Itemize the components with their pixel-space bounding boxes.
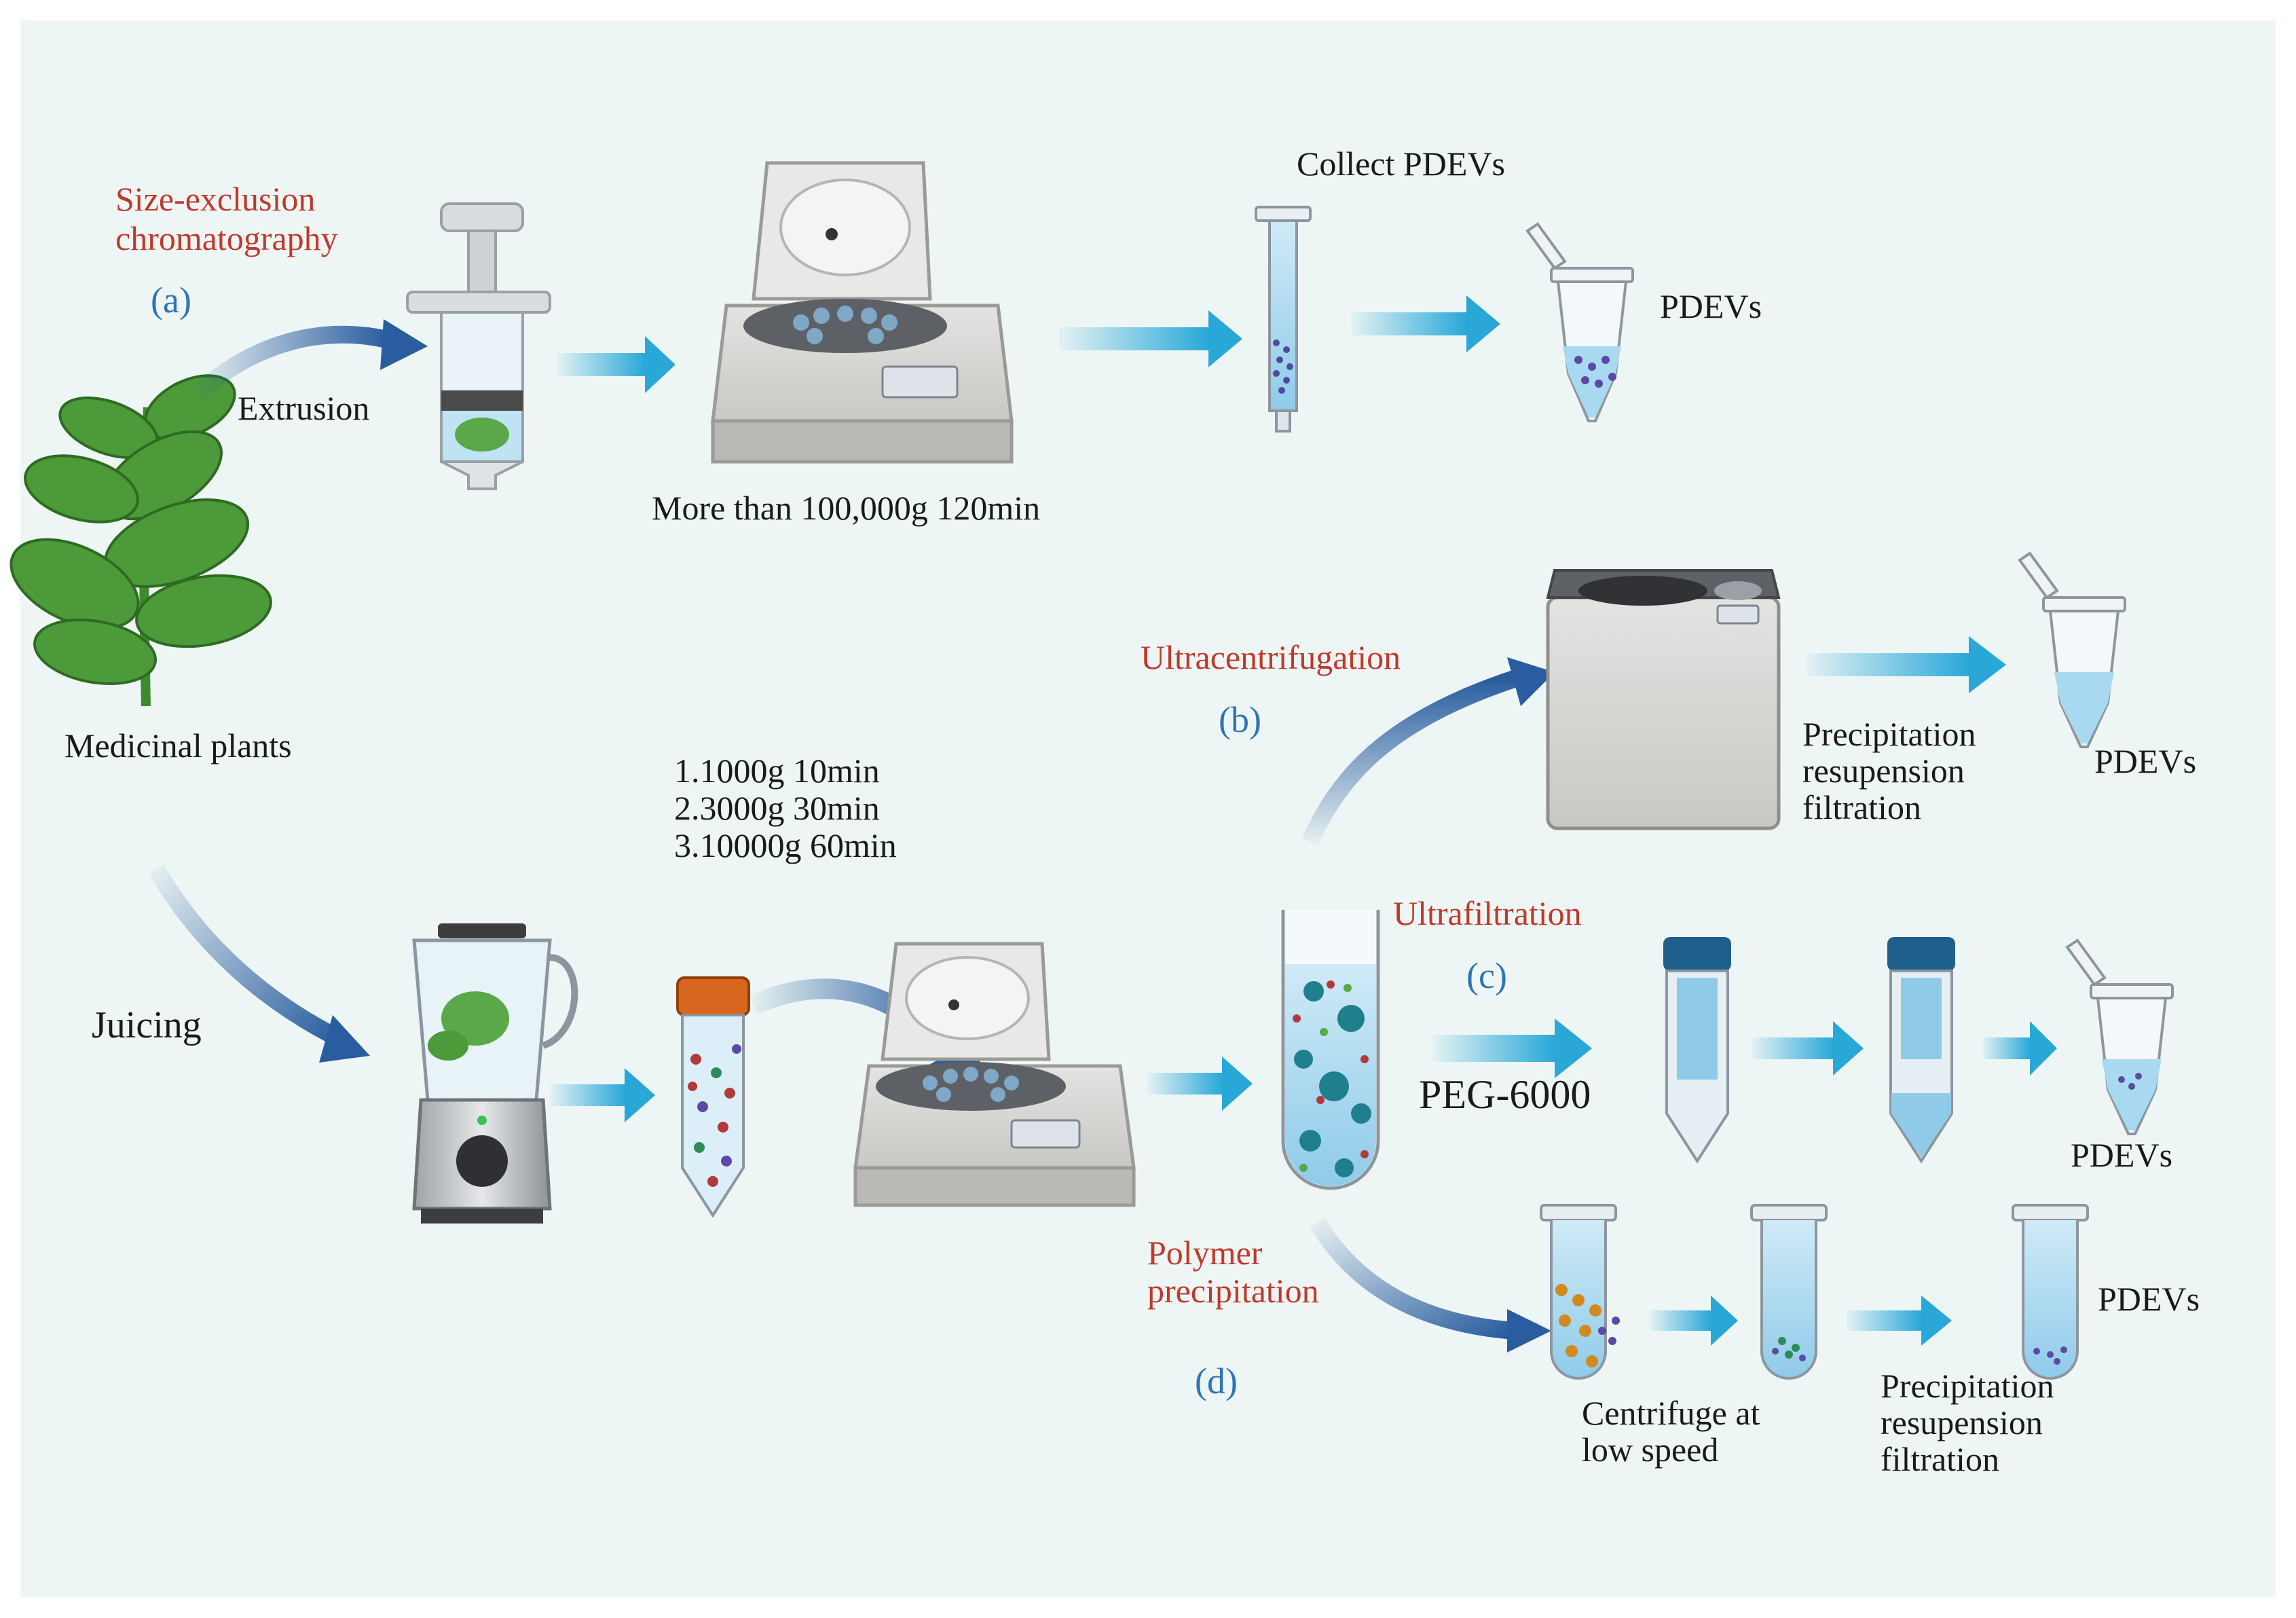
juicing-label: Juicing [92,1004,202,1046]
curved-arrow-juicing-head [319,1015,370,1063]
pdevs-label-b: PDEVs [2094,742,2196,780]
pdevs-label-a: PDEVs [1660,287,1762,325]
arrow-b1-head [1969,636,2006,693]
arrow-c2 [1752,1037,1833,1059]
letter-d: (d) [1195,1361,1238,1401]
arrow-j1-head [625,1068,655,1122]
extrusion-label: Extrusion [238,389,369,427]
arrow-d2-head [1921,1295,1952,1346]
centrifuge-a-label: More than 100,000g 120min [652,489,1040,527]
arrow-a1 [557,353,645,376]
arrow-j1 [550,1084,625,1106]
step-2: 2.3000g 30min [674,789,880,827]
arrow-j3 [1147,1073,1222,1095]
arrow-a3 [1351,312,1466,335]
step-1: 1.1000g 10min [674,752,880,790]
arrow-c2-head [1833,1021,1864,1075]
step-3: 3.10000g 60min [674,826,897,864]
curved-arrow-d-head [1507,1309,1551,1353]
arrow-c1 [1432,1035,1555,1062]
conical-tube-icon-orange [676,976,750,1218]
precip-d-line3: filtration [1881,1440,1999,1478]
method-label-a-line1: Size-exclusion [115,180,315,218]
arrow-a1-head [645,336,675,393]
arrow-a3-head [1466,295,1500,352]
tube-icon-d1 [1540,1204,1620,1380]
letter-a: (a) [151,280,191,320]
microtube-icon-a [1525,222,1634,422]
method-label-b: Ultracentrifugation [1141,638,1401,676]
tube-icon-d2 [1750,1204,1828,1380]
method-label-d-line1: Polymer [1147,1234,1263,1272]
blender-icon [412,923,578,1224]
curved-arrow-d [1309,1217,1515,1340]
arrow-d1 [1650,1310,1711,1331]
letter-c: (c) [1466,955,1507,996]
arrow-a2 [1059,327,1208,350]
microtube-icon-b [2018,551,2126,748]
medicinal-plants-label: Medicinal plants [64,727,292,765]
plant-icon [10,374,272,707]
centrifuge-icon [711,161,1014,464]
centrifuge-icon-bottom [853,942,1136,1207]
arrow-c3 [1982,1037,2030,1059]
curved-arrow-extrusion-head [380,319,428,370]
syringe-icon [406,202,551,490]
letter-b: (b) [1219,699,1261,740]
method-label-d-line2: precipitation [1147,1272,1319,1310]
curved-arrow-b-head [1507,657,1555,706]
background-panel [20,20,2276,1598]
method-label-a-line2: chromatography [115,219,338,257]
arrow-d1-head [1711,1295,1738,1346]
arrow-b1 [1806,653,1969,676]
precip-b-line3: filtration [1802,788,1921,826]
arrow-d2 [1847,1310,1921,1331]
curved-arrow-extrusion [191,325,389,401]
precip-b-line2: resupension [1802,752,1965,790]
curved-arrow-juicing [148,864,344,1047]
precip-b-line1: Precipitation [1802,715,1976,753]
tube-icon-d3 [2012,1204,2089,1380]
precip-d-line1: Precipitation [1881,1367,2054,1405]
method-label-c: Ultrafiltration [1393,894,1582,932]
arrow-j3-head [1222,1056,1253,1111]
filter-tube-icon-1 [1663,937,1731,1164]
pdevs-label-c: PDEVs [2071,1136,2172,1174]
test-tube-icon [1281,910,1380,1190]
arrow-c3-head [2030,1021,2057,1075]
ultracentrifuge-icon [1546,569,1781,830]
peg-label: PEG-6000 [1419,1072,1591,1117]
low-speed-line2: low speed [1582,1431,1718,1469]
pdevs-label-d: PDEVs [2098,1280,2200,1318]
arrow-c1-head [1555,1018,1592,1078]
curved-arrow-b [1302,670,1517,846]
precip-d-line2: resupension [1881,1403,2043,1441]
low-speed-line1: Centrifuge at [1582,1394,1760,1432]
column-icon [1255,206,1312,433]
microtube-icon-c [2065,938,2174,1135]
arrow-a2-head [1208,310,1242,367]
filter-tube-icon-2 [1887,937,1955,1164]
collect-label: Collect PDEVs [1297,145,1505,183]
